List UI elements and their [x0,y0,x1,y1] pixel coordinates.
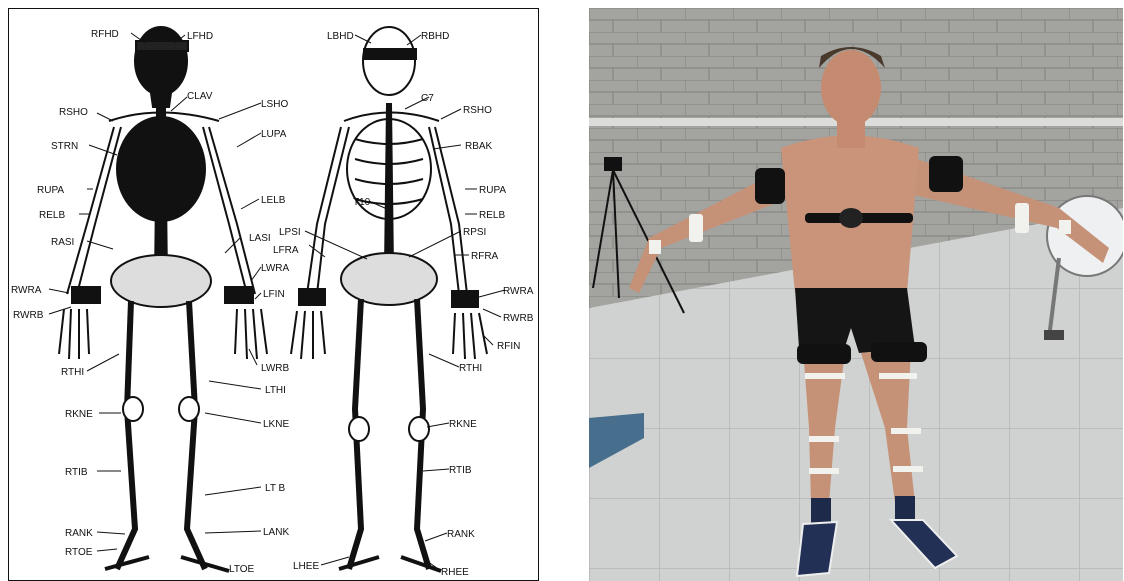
label-back-rtib: RTIB [449,465,472,476]
label-rthi: RTHI [61,367,84,378]
label-lsho: LSHO [261,99,288,110]
label-rfhd: RFHD [91,29,119,40]
label-lank: LANK [263,527,289,538]
skeleton-diagram-svg: RFHD LFHD CLAV RSHO STRN RUPA RELB RASI … [9,9,538,580]
label-rpsi: RPSI [463,227,486,238]
label-lthi: LTHI [265,385,286,396]
label-lfra: LFRA [273,245,299,256]
label-back-rthi: RTHI [459,363,482,374]
label-lbhd: LBHD [327,31,354,42]
label-clav: CLAV [187,91,213,102]
label-rtib: RTIB [65,467,88,478]
label-ltib: LT B [265,483,286,494]
label-relb: RELB [39,210,65,221]
label-rfra: RFRA [471,251,499,262]
label-rasi: RASI [51,237,74,248]
label-rbhd: RBHD [421,31,449,42]
label-back-rsho: RSHO [463,105,492,116]
right-arm-sensor [929,156,963,192]
label-t10: T10 [353,197,371,208]
label-rupa: RUPA [37,185,64,196]
label-rwrb: RWRB [13,310,44,321]
subject-photo-svg [589,8,1123,581]
label-back-rupa: RUPA [479,185,506,196]
front-skeleton [59,27,267,571]
label-rkne: RKNE [65,409,93,420]
label-lelb: LELB [261,195,286,206]
left-thigh-sensor [797,344,851,364]
label-ltoe: LTOE [229,564,255,575]
label-lupa: LUPA [261,129,287,140]
right-thigh-sensor [871,342,927,362]
label-lfhd: LFHD [187,31,213,42]
label-rhee: RHEE [441,567,469,578]
back-skeleton [291,27,487,571]
label-lhee: LHEE [293,561,319,572]
label-back-rank: RANK [447,529,475,540]
label-lasi: LASI [249,233,271,244]
label-lpsi: LPSI [279,227,301,238]
label-rtoe: RTOE [65,547,93,558]
label-lkne: LKNE [263,419,289,430]
label-lfin: LFIN [263,289,285,300]
label-c7: C7 [421,93,434,104]
label-rfin: RFIN [497,341,520,352]
label-back-rwra: RWRA [503,286,534,297]
label-back-rkne: RKNE [449,419,477,430]
label-back-rwrb: RWRB [503,313,534,324]
label-rsho: RSHO [59,107,88,118]
subject-photo [589,8,1123,581]
marker-diagram: RFHD LFHD CLAV RSHO STRN RUPA RELB RASI … [8,8,539,581]
label-lwrb: LWRB [261,363,289,374]
label-rank: RANK [65,528,93,539]
label-rwra: RWRA [11,285,42,296]
label-lwra: LWRA [261,263,289,274]
label-rbak: RBAK [465,141,493,152]
label-strn: STRN [51,141,78,152]
label-back-relb: RELB [479,210,505,221]
left-arm-sensor [755,168,785,204]
